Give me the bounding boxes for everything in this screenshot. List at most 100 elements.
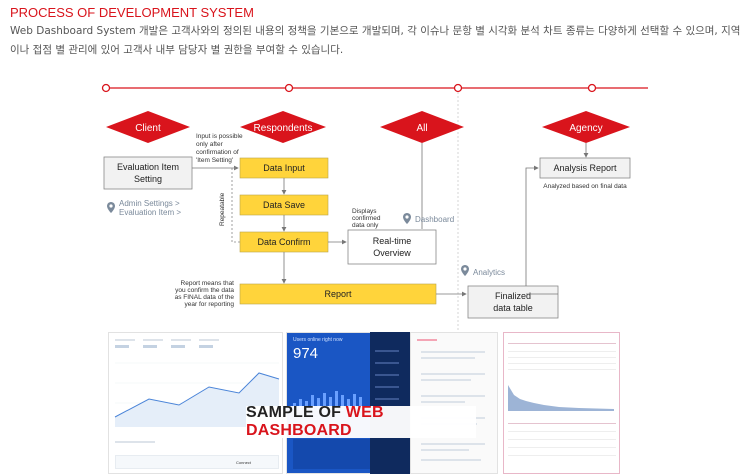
evaluation-item-setting-line2: Setting: [134, 174, 162, 184]
placeholder-line: [508, 447, 616, 448]
location-pin-icon: [403, 213, 411, 224]
users-online-number: 974: [293, 345, 319, 362]
client-label: Client: [135, 123, 161, 134]
placeholder-line: [421, 379, 471, 381]
placeholder-line: [375, 350, 399, 352]
input-possible-note-3: confirmation of: [196, 149, 239, 156]
data-input-label: Data Input: [263, 163, 305, 173]
sample-table-screenshot: [503, 332, 620, 474]
location-pin-icon: [107, 202, 115, 213]
report-note-3: as FINAL data of the: [175, 294, 235, 301]
sample-caption: SAMPLE OF WEB DASHBOARD: [246, 404, 476, 440]
sample-area-chart: [508, 385, 614, 411]
timeline-node-1: [101, 83, 111, 93]
placeholder-line: [375, 374, 399, 376]
dashboard-link: Dashboard: [415, 215, 454, 224]
all-diamond: [380, 111, 464, 143]
placeholder-line: [421, 459, 481, 461]
agency-label: Agency: [569, 123, 602, 134]
timeline-node-4: [587, 83, 597, 93]
evaluation-item-setting-line1: Evaluation Item: [117, 162, 179, 172]
placeholder-line: [508, 343, 616, 344]
placeholder-line: [508, 455, 616, 456]
displays-confirmed-note-1: Displays: [352, 208, 377, 215]
placeholder-line: [508, 431, 616, 432]
placeholder-line: [421, 373, 485, 375]
placeholder-line: [171, 339, 191, 341]
page-description: Web Dashboard System 개발은 고객사와의 정의된 내용의 정…: [10, 25, 741, 56]
finalized-data-table-line1: Finalized: [495, 291, 531, 301]
displays-confirmed-note-2: confirmed: [352, 215, 381, 222]
sample-caption-accent: WEB DASHBOARD: [246, 404, 384, 439]
placeholder-line: [421, 449, 469, 451]
finalized-data-table-line2: data table: [493, 303, 533, 313]
placeholder-line: [375, 362, 399, 364]
client-diamond: [106, 111, 190, 143]
placeholder-line: [143, 339, 163, 341]
sample-line-chart: [114, 362, 280, 427]
placeholder-line: [199, 339, 219, 341]
repeatable-label: Repeatable: [219, 192, 226, 226]
placeholder-line: [421, 401, 465, 403]
sample-guide-screenshot: [410, 332, 498, 474]
input-possible-note-4: 'Item Setting': [196, 157, 233, 164]
sample-caption-band: SAMPLE OF WEB DASHBOARD: [246, 404, 476, 440]
respondents-label: Respondents: [254, 123, 313, 134]
connect-banner: Connect: [115, 455, 279, 469]
sample-screenshots: Connect Users online right now 974: [0, 332, 748, 474]
report-note-1: Report means that: [181, 280, 235, 287]
admin-settings-link-1: Admin Settings >: [119, 199, 180, 208]
placeholder-line: [115, 345, 129, 348]
placeholder-line: [508, 369, 616, 370]
input-possible-note-2: only after: [196, 141, 224, 148]
placeholder-line: [508, 363, 616, 364]
placeholder-line: [508, 423, 616, 424]
analytics-link: Analytics: [473, 268, 505, 277]
sample-caption-main: SAMPLE OF: [246, 404, 346, 421]
timeline-node-2: [284, 83, 294, 93]
displays-confirmed-note-3: data only: [352, 222, 379, 229]
placeholder-line: [508, 351, 616, 352]
sample-realtime-sidebar: [370, 332, 410, 474]
placeholder-line: [375, 386, 399, 388]
timeline-node-3: [453, 83, 463, 93]
placeholder-line: [115, 441, 155, 443]
placeholder-line: [421, 443, 485, 445]
placeholder-line: [421, 351, 485, 353]
placeholder-line: [171, 345, 185, 348]
respondents-diamond: [240, 111, 326, 143]
page-title: PROCESS OF DEVELOPMENT SYSTEM: [10, 5, 254, 20]
placeholder-line: [115, 339, 135, 341]
input-possible-note-1: Input is possible: [196, 133, 243, 140]
placeholder-line: [421, 357, 475, 359]
realtime-overview-line2: Overview: [373, 248, 411, 258]
admin-settings-link-2: Evaluation Item >: [119, 208, 181, 217]
agency-diamond: [542, 111, 630, 143]
analysis-report-label: Analysis Report: [553, 163, 617, 173]
panel-title: Users online right now: [293, 337, 343, 343]
placeholder-line: [199, 345, 213, 348]
placeholder-line: [508, 439, 616, 440]
report-note-4: year for reporting: [185, 301, 235, 308]
realtime-overview-box: [347, 229, 437, 265]
data-save-label: Data Save: [263, 200, 305, 210]
finalized-data-table-box: [467, 285, 559, 319]
placeholder-line: [143, 345, 157, 348]
placeholder-line: [421, 395, 485, 397]
data-confirm-label: Data Confirm: [257, 237, 310, 247]
placeholder-line: [417, 339, 437, 341]
all-label: All: [416, 123, 427, 134]
analysis-report-box: [539, 157, 631, 179]
placeholder-line: [375, 398, 399, 400]
report-label: Report: [324, 289, 352, 299]
connect-button[interactable]: Connect: [236, 460, 251, 465]
report-note-2: you confirm the data: [175, 287, 234, 294]
repeatable-loop: [231, 167, 240, 243]
realtime-overview-line1: Real-time: [373, 236, 412, 246]
placeholder-line: [508, 357, 616, 358]
location-pin-icon: [461, 265, 469, 276]
evaluation-item-setting-box: [103, 156, 193, 190]
sample-analytics-screenshot: Connect: [108, 332, 283, 474]
process-diagram: Client Respondents All Agency Evaluation…: [101, 83, 648, 330]
connector-finalized-to-analysis: [525, 168, 558, 295]
